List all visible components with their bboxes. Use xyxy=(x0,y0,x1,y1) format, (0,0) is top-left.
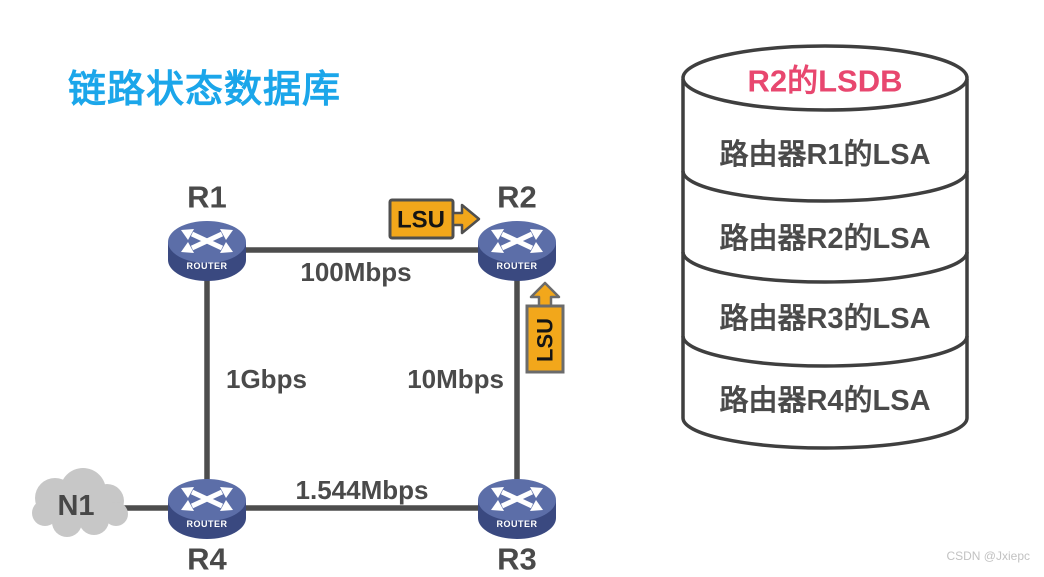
lsdb-title: R2的LSDB xyxy=(747,64,902,99)
router-r1-icon: ROUTER xyxy=(168,221,246,281)
cylinder-divider-2 xyxy=(681,251,969,284)
routers: ROUTER ROUTER ROUTER xyxy=(168,221,556,539)
crossed-arrows-icon xyxy=(181,229,233,253)
lsdb-entry-r4: 路由器R4的LSA xyxy=(719,383,930,417)
lsdb-entry-r1: 路由器R1的LSA xyxy=(719,137,930,171)
lsdb-entry-r2: 路由器R2的LSA xyxy=(719,221,930,255)
watermark: CSDN @Jxiepc xyxy=(946,549,1030,563)
router-r2-icon: ROUTER xyxy=(478,221,556,281)
router-word-label: ROUTER xyxy=(187,261,228,271)
link-label-100mbps: 100Mbps xyxy=(300,257,411,287)
lsu-message-horizontal: LSU xyxy=(388,198,481,240)
cloud-label: N1 xyxy=(57,490,94,522)
link-label-1gbps: 1Gbps xyxy=(226,364,307,394)
lsu-message-vertical: LSU xyxy=(525,281,565,374)
link-label-10mbps: 10Mbps xyxy=(407,364,504,394)
cylinder-top xyxy=(681,44,969,112)
router-r3-icon: ROUTER xyxy=(478,479,556,539)
lsu-horizontal-label: LSU xyxy=(397,207,445,234)
lsdb-cylinder xyxy=(681,44,969,450)
lsu-right-arrow-icon xyxy=(451,203,481,235)
router-label-r3: R3 xyxy=(497,542,537,577)
router-word-label: ROUTER xyxy=(497,519,538,529)
cylinder-divider-1 xyxy=(681,170,969,203)
router-label-r2: R2 xyxy=(497,180,537,215)
router-label-r1: R1 xyxy=(187,180,227,215)
link-label-1544mbps: 1.544Mbps xyxy=(296,475,429,505)
crossed-arrows-icon xyxy=(491,487,543,511)
lsu-up-arrow-icon xyxy=(529,281,561,308)
lsu-vertical-label: LSU xyxy=(533,318,558,362)
crossed-arrows-icon xyxy=(181,487,233,511)
crossed-arrows-icon xyxy=(491,229,543,253)
lsdb-entry-r3: 路由器R3的LSA xyxy=(719,301,930,335)
router-word-label: ROUTER xyxy=(187,519,228,529)
cylinder-body xyxy=(681,79,969,450)
router-r4-icon: ROUTER xyxy=(168,479,246,539)
link-lines xyxy=(70,247,520,511)
router-word-label: ROUTER xyxy=(497,261,538,271)
page-title: 链路状态数据库 xyxy=(68,69,342,111)
cylinder-divider-3 xyxy=(681,335,969,368)
router-label-r4: R4 xyxy=(187,542,227,577)
network-cloud-n1 xyxy=(32,468,128,537)
